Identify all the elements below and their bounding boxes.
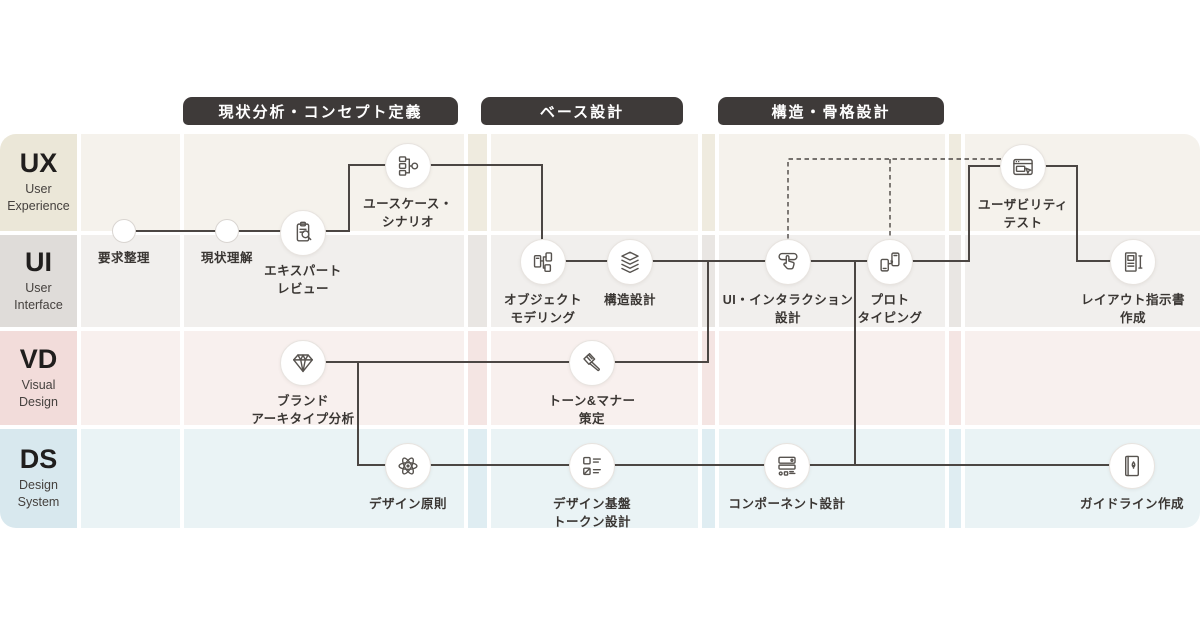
node-structure-design: 構造設計 [545, 239, 715, 310]
grid-cell [468, 331, 487, 425]
node-label: プロト タイピング [857, 293, 923, 325]
phase-header-label: ベース設計 [539, 103, 625, 121]
grid-cell [949, 235, 961, 327]
lane-abbr: DS [19, 444, 58, 475]
node-design-tokens: デザイン基盤 トークン設計 [507, 443, 677, 531]
lane-name: User Interface [14, 280, 63, 312]
lane-label-vd: VD Visual Design [0, 331, 77, 425]
lane-name: Design System [17, 478, 60, 509]
grid-cell [949, 429, 961, 528]
node-label: デザイン原則 [368, 497, 447, 511]
vd-flow-line [303, 261, 709, 363]
node-label: 現状理解 [200, 251, 253, 265]
milestone-dot [112, 219, 136, 243]
ds-flow-line [357, 362, 1132, 466]
devices-icon [867, 239, 913, 285]
node-label: デザイン基盤 トークン設計 [552, 497, 631, 529]
lane-abbr: UI [25, 246, 52, 277]
node-prototyping: プロト タイピング [805, 239, 975, 327]
usecase-flow-icon [385, 143, 431, 189]
node-label: レイアウト指示書 作成 [1080, 293, 1185, 325]
clipboard-search-icon [280, 210, 326, 256]
grid-cell [965, 134, 1200, 231]
lane-label-ui: UI User Interface [0, 235, 77, 327]
phase-header-analysis: 現状分析・コンセプト定義 [183, 97, 458, 125]
node-label: ブランド アーキタイプ分析 [251, 394, 355, 426]
node-label: 構造設計 [603, 293, 656, 307]
grid-cell [719, 429, 945, 528]
node-tone-manner: トーン&マナー 策定 [507, 340, 677, 428]
node-object-modeling: オブジェクト モデリング [458, 239, 628, 327]
grid-cell [719, 134, 945, 231]
node-component-design: コンポーネント設計 [702, 443, 872, 514]
browser-cursor-icon [1000, 144, 1046, 190]
grid-cell [965, 235, 1200, 327]
paint-brush-icon [569, 340, 615, 386]
layers-icon [607, 239, 653, 285]
node-label: トーン&マナー 策定 [548, 394, 636, 426]
node-design-principles: デザイン原則 [323, 443, 493, 514]
milestone-dot [215, 219, 239, 243]
lane-abbr: VD [19, 343, 58, 374]
grid-cell [81, 331, 180, 425]
grid-cell [468, 429, 487, 528]
lane-label-ux: UX User Experience [0, 134, 77, 231]
grid-cell [491, 134, 698, 231]
token-list-icon [569, 443, 615, 489]
phase-header-label: 現状分析・コンセプト定義 [218, 103, 423, 121]
node-ui-interaction-design: UI・インタラクション 設計 [703, 239, 873, 327]
object-model-icon [520, 239, 566, 285]
layout-spec-icon [1110, 239, 1156, 285]
grid-cell [702, 134, 715, 231]
feedback-line-ui-interaction [787, 158, 1001, 239]
guideline-book-icon [1109, 443, 1155, 489]
phase-header-structure-design: 構造・骨格設計 [718, 97, 944, 125]
grid-cell [184, 331, 464, 425]
node-label: コンポーネント設計 [728, 497, 846, 511]
components-icon [764, 443, 810, 489]
main-flow-line [124, 164, 1133, 262]
swimlane-grid: UX User Experience UI User Interface VD … [0, 134, 1200, 528]
node-requirements: 要求整理 [39, 219, 209, 268]
grid-cell [965, 429, 1200, 528]
node-label: ユースケース・ シナリオ [363, 197, 453, 229]
node-usability-test: ユーザビリティ テスト [938, 144, 1108, 232]
grid-cell [81, 235, 180, 327]
atom-icon [385, 443, 431, 489]
lane-abbr: UX [19, 148, 58, 179]
node-guideline-creation: ガイドライン作成 [1047, 443, 1200, 514]
node-current-understanding: 現状理解 [142, 219, 312, 268]
phase-header-label: 構造・骨格設計 [771, 103, 891, 121]
grid-cell [468, 134, 487, 231]
grid-cell [81, 429, 180, 528]
grid-cell [468, 235, 487, 327]
node-label: 要求整理 [97, 251, 150, 265]
tap-hand-icon [765, 239, 811, 285]
node-label: ガイドライン作成 [1079, 497, 1184, 511]
lane-name: Visual Design [19, 377, 58, 409]
grid-cell [719, 331, 945, 425]
node-label: エキスパート レビュー [264, 264, 342, 296]
gem-icon [280, 340, 326, 386]
grid-cell [702, 331, 715, 425]
grid-cell [81, 134, 180, 231]
node-expert-review: エキスパート レビュー [218, 210, 388, 298]
node-label: UI・インタラクション 設計 [722, 293, 854, 325]
node-brand-archetype: ブランド アーキタイプ分析 [218, 340, 388, 428]
lane-label-ds: DS Design System [0, 429, 77, 528]
lane-name: User Experience [7, 182, 70, 213]
node-usecase-scenario: ユースケース・ シナリオ [323, 143, 493, 231]
grid-cell [949, 134, 961, 231]
node-layout-spec: レイアウト指示書 作成 [1048, 239, 1200, 327]
grid-cell [949, 331, 961, 425]
node-label: ユーザビリティ テスト [977, 198, 1068, 230]
grid-cell [965, 331, 1200, 425]
grid-cell [702, 429, 715, 528]
grid-cell [184, 235, 464, 327]
node-label: オブジェクト モデリング [503, 293, 582, 325]
phase-header-base-design: ベース設計 [481, 97, 683, 125]
